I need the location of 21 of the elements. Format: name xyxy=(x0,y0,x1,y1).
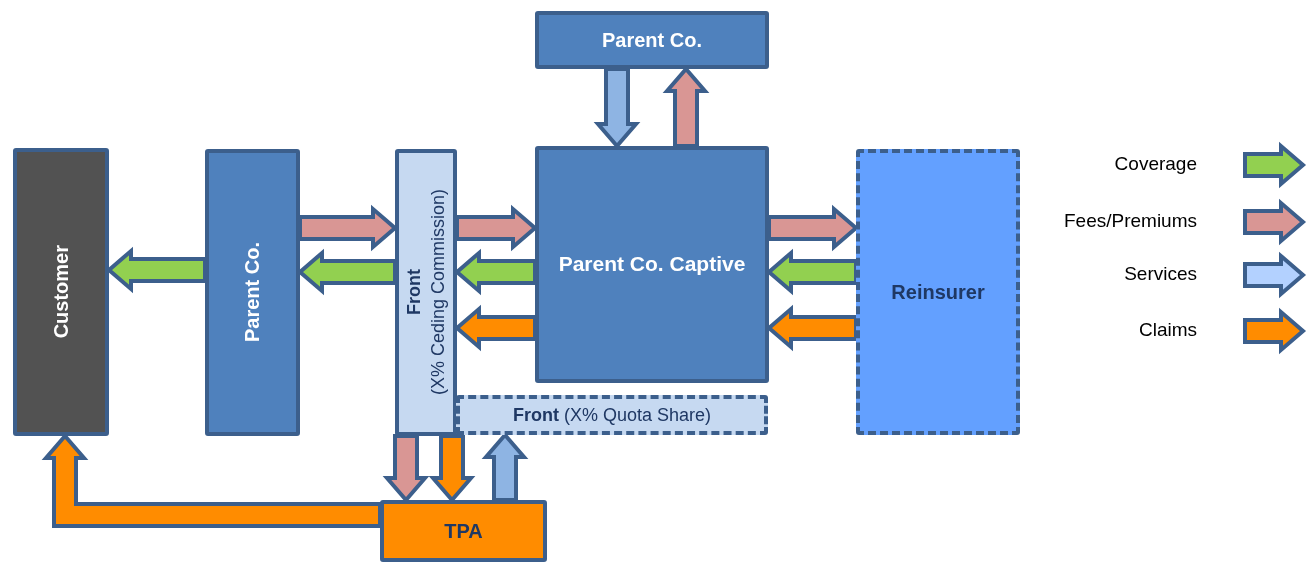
legend-label: Services xyxy=(1124,263,1197,285)
reinsurer-box xyxy=(856,149,1020,435)
legend-label: Fees/Premiums xyxy=(1063,210,1197,232)
legend-label: Claims xyxy=(1138,319,1197,341)
node-label: Front (X% Quota Share) xyxy=(512,403,712,427)
front-box xyxy=(395,149,457,436)
customer-box xyxy=(13,148,109,436)
node-label: Parent Co. Captive xyxy=(558,251,746,278)
node-label: Parent Co. xyxy=(240,242,264,343)
parent-company-box xyxy=(535,11,769,69)
captive-box xyxy=(535,146,769,383)
node-label: Parent Co. xyxy=(602,27,702,53)
node-label: TPA xyxy=(444,518,483,544)
legend-label: Coverage xyxy=(1114,153,1197,175)
node-label: Reinsurer xyxy=(891,279,985,305)
parent-company-box xyxy=(205,149,300,436)
tpa-box xyxy=(380,500,547,562)
node-subtitle: (X% Ceding Commission) xyxy=(427,189,449,396)
node-label: Customer xyxy=(48,245,73,339)
node-title: Front xyxy=(402,269,425,316)
quota-share-band xyxy=(456,395,768,435)
